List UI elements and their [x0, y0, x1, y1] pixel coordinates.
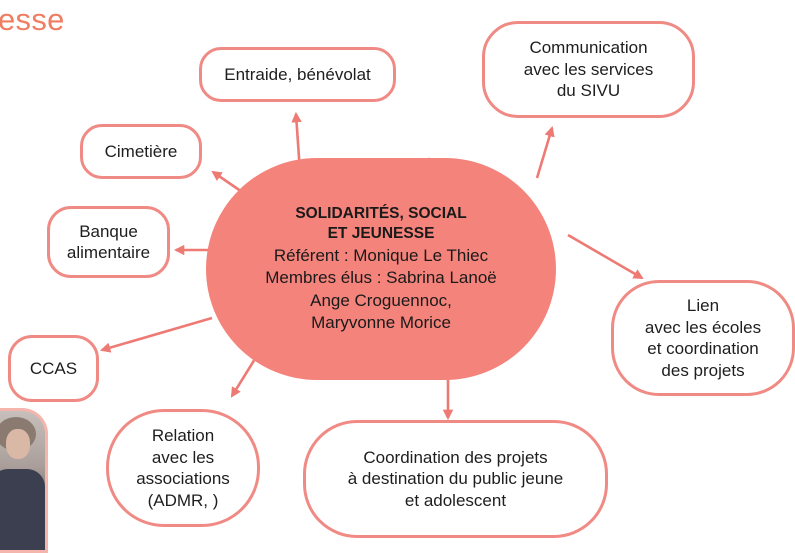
center-members-line-2: Ange Croguennoc,	[310, 290, 452, 310]
arrow-to-associations	[230, 353, 260, 398]
node-coordination-line-2: à destination du public jeune	[347, 469, 564, 489]
node-communication-line-3: du SIVU	[556, 81, 621, 101]
node-coordination-line-1: Coordination des projets	[363, 447, 548, 467]
node-entraide-line-1: Entraide, bénévolat	[224, 64, 371, 84]
node-coordination: Coordination des projets à destination d…	[303, 420, 608, 538]
person-photo	[0, 408, 48, 553]
center-heading-line-2: ET JEUNESSE	[327, 225, 435, 242]
node-associations: Relation avec les associations (ADMR, )	[106, 409, 260, 527]
node-ccas: CCAS	[8, 335, 99, 402]
center-referent: Référent : Monique Le Thiec	[273, 245, 489, 265]
node-cimetiere: Cimetière	[80, 124, 202, 179]
node-lien-line-4: des projets	[661, 360, 745, 380]
center-node: SOLIDARITÉS, SOCIAL ET JEUNESSE Référent…	[206, 158, 556, 380]
node-banque-alimentaire: Banque alimentaire	[47, 206, 170, 278]
node-lien-line-3: et coordination	[647, 339, 759, 358]
node-entraide: Entraide, bénévolat	[199, 47, 396, 102]
page-title-fragment: esse	[0, 2, 65, 37]
photo-face	[6, 429, 30, 459]
node-associations-line-1: Relation	[151, 426, 215, 445]
center-heading-line-1: SOLIDARITÉS, SOCIAL	[295, 204, 467, 222]
node-communication: Communication avec les services du SIVU	[482, 21, 695, 118]
node-lien-ecoles: Lien avec les écoles et coordination des…	[611, 280, 795, 396]
center-members-line-1: Membres élus : Sabrina Lanoë	[265, 268, 497, 287]
node-banque-line-2: alimentaire	[66, 243, 151, 262]
node-ccas-line-1: CCAS	[29, 358, 78, 378]
arrow-to-ccas	[100, 316, 213, 353]
node-cimetiere-line-1: Cimetière	[104, 141, 178, 161]
node-lien-line-2: avec les écoles	[644, 317, 762, 337]
node-lien-line-1: Lien	[686, 296, 720, 315]
center-members-line-3: Maryvonne Morice	[311, 313, 451, 332]
node-communication-line-2: avec les services	[523, 59, 654, 79]
node-banque-line-1: Banque	[79, 221, 138, 241]
arrow-to-lien	[567, 233, 644, 280]
photo-coat	[0, 469, 45, 550]
arrow-to-communication	[535, 126, 555, 179]
node-associations-line-4: (ADMR, )	[147, 490, 219, 510]
node-associations-line-2: avec les	[151, 447, 215, 467]
node-coordination-line-3: et adolescent	[404, 490, 507, 510]
node-associations-line-3: associations	[136, 469, 230, 488]
node-communication-line-1: Communication	[529, 38, 648, 58]
